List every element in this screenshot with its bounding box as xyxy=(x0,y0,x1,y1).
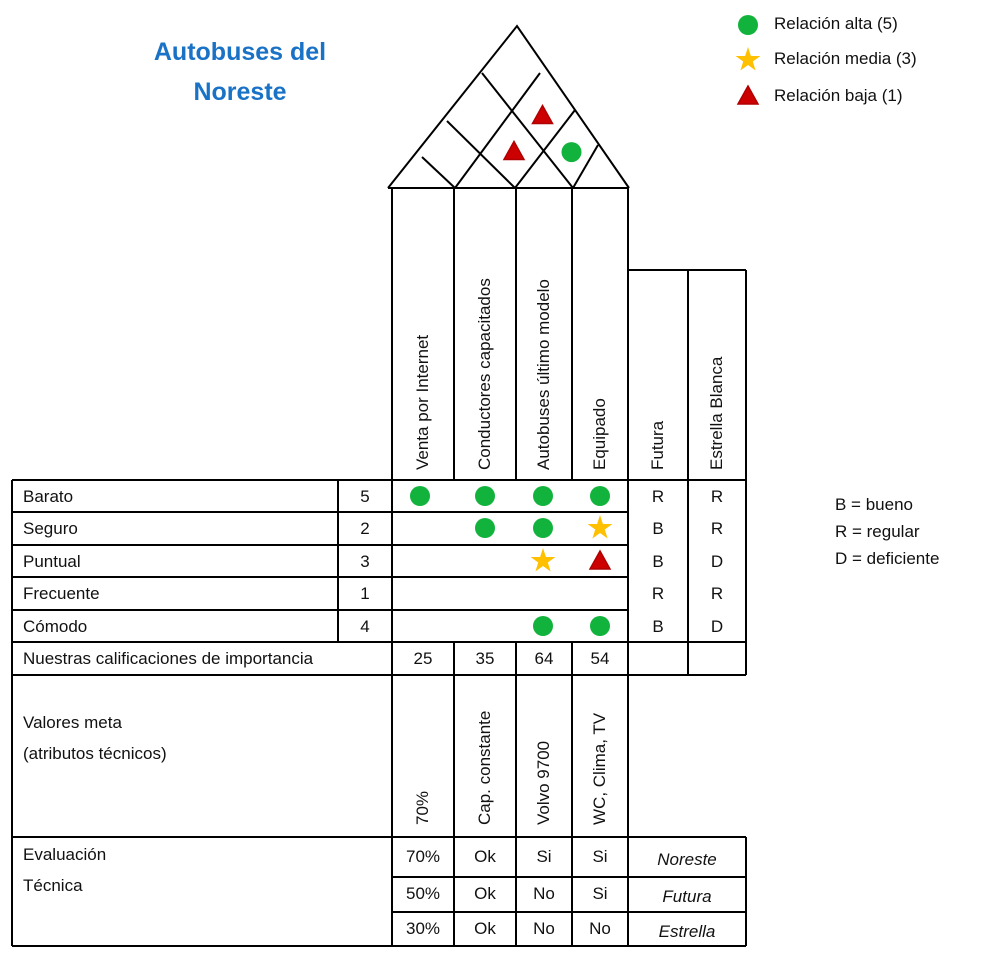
importance-value: 25 xyxy=(413,649,433,668)
grid-lines xyxy=(11,24,747,947)
legend-alta-icon xyxy=(738,15,758,35)
requirement-name: Seguro xyxy=(23,519,78,538)
title-line-1: Autobuses del xyxy=(153,38,327,66)
tech-eval-label-2: Técnica xyxy=(23,876,83,895)
legend-baja-label: Relación baja (1) xyxy=(774,86,903,105)
importance-value: 64 xyxy=(534,649,554,668)
competitor-rating: B xyxy=(652,617,664,636)
relation-alta-icon xyxy=(533,518,553,538)
legend-baja-icon xyxy=(736,84,760,105)
tech-eval-value: No xyxy=(533,919,555,938)
relation-alta-icon xyxy=(533,616,553,636)
relation-alta-icon xyxy=(533,486,553,506)
requirement-importance: 1 xyxy=(360,584,370,603)
title-line-2: Noreste xyxy=(193,78,287,106)
roof-correlation-alta-icon xyxy=(561,142,582,163)
key-deficiente: D = deficiente xyxy=(835,549,940,568)
roof-outline xyxy=(387,24,630,189)
competitor-rating: B xyxy=(652,552,664,571)
target-value: 70% xyxy=(413,790,432,825)
tech-eval-value: Ok xyxy=(474,884,496,903)
relation-alta-icon xyxy=(410,486,430,506)
tech-eval-company: Noreste xyxy=(657,850,717,869)
requirement-name: Frecuente xyxy=(23,584,100,603)
tech-attr-header: Venta por Internet xyxy=(413,334,432,470)
requirement-name: Barato xyxy=(23,487,74,506)
tech-eval-value: Ok xyxy=(474,847,496,866)
target-value: Cap. constante xyxy=(475,710,494,825)
legend-media-label: Relación media (3) xyxy=(774,49,917,68)
relation-alta-icon xyxy=(475,518,495,538)
legend-media-icon xyxy=(735,47,761,71)
tech-eval-value: Si xyxy=(536,847,552,866)
requirement-importance: 2 xyxy=(360,519,370,538)
tech-eval-value: Si xyxy=(592,847,608,866)
key-regular: R = regular xyxy=(835,522,920,541)
requirement-name: Puntual xyxy=(23,552,81,571)
competitor-rating: R xyxy=(651,487,665,506)
tech-eval-value: No xyxy=(589,919,611,938)
tech-attr-header: Equipado xyxy=(590,398,609,470)
tech-eval-label: Evaluación xyxy=(23,845,107,864)
requirement-importance: 3 xyxy=(360,552,370,571)
tech-eval-value: 70% xyxy=(405,847,441,866)
relation-media-icon xyxy=(587,515,613,539)
roof-correlation-baja-icon xyxy=(531,104,554,125)
tech-eval-value: Ok xyxy=(474,919,496,938)
tech-attr-header: Autobuses último modelo xyxy=(534,279,553,470)
competitor-header: Futura xyxy=(648,420,667,470)
competitor-rating: D xyxy=(710,617,724,636)
relation-media-icon xyxy=(530,548,556,572)
tech-eval-value: 30% xyxy=(405,919,441,938)
relation-baja-icon xyxy=(588,549,612,570)
target-values-label: Valores meta xyxy=(23,713,122,732)
competitor-rating: R xyxy=(710,487,724,506)
tech-eval-value: 50% xyxy=(405,884,441,903)
tech-eval-value: Si xyxy=(592,884,608,903)
legend-alta-label: Relación alta (5) xyxy=(774,14,898,33)
competitor-rating: D xyxy=(710,552,724,571)
relation-alta-icon xyxy=(590,616,610,636)
requirement-importance: 5 xyxy=(360,487,370,506)
requirement-importance: 4 xyxy=(360,617,370,636)
target-value: WC, Clima, TV xyxy=(590,712,609,825)
competitor-rating: R xyxy=(651,584,665,603)
roof-correlation-baja-icon xyxy=(502,139,526,161)
importance-row-label: Nuestras calificaciones de importancia xyxy=(23,649,314,668)
tech-eval-company: Estrella xyxy=(658,922,716,941)
tech-eval-value: No xyxy=(533,884,555,903)
importance-value: 54 xyxy=(590,649,610,668)
requirement-name: Cómodo xyxy=(23,617,88,636)
relation-alta-icon xyxy=(475,486,495,506)
tech-eval-company: Futura xyxy=(662,887,712,906)
target-values-sublabel: (atributos técnicos) xyxy=(23,744,167,763)
competitor-rating: R xyxy=(710,519,724,538)
key-bueno: B = bueno xyxy=(835,495,913,514)
competitor-header: Estrella Blanca xyxy=(707,356,726,470)
importance-value: 35 xyxy=(475,649,495,668)
competitor-rating: R xyxy=(710,584,724,603)
tech-attr-header: Conductores capacitados xyxy=(475,278,494,470)
target-value: Volvo 9700 xyxy=(534,740,553,825)
competitor-rating: B xyxy=(652,519,664,538)
relation-alta-icon xyxy=(590,486,610,506)
page-title: Autobuses del Noreste xyxy=(120,32,360,112)
